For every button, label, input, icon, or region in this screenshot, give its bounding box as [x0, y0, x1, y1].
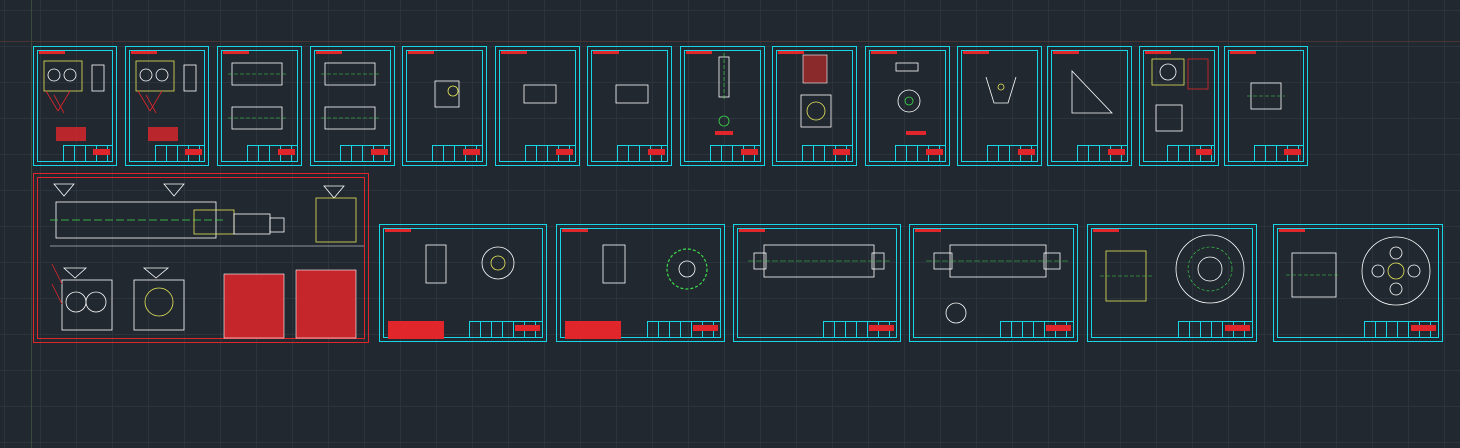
drawing-sheet[interactable] [1139, 46, 1219, 166]
drawing-sheet[interactable] [33, 46, 117, 166]
flange-detail-graphic [1286, 236, 1431, 306]
drawing-sheet[interactable] [495, 46, 580, 166]
drawing-sheet[interactable] [1273, 224, 1443, 342]
plate-part-graphic [615, 84, 649, 104]
general-assembly-graphic [50, 183, 364, 339]
drawing-sheet[interactable] [772, 46, 857, 166]
gear-detail-graphic [565, 244, 708, 339]
shaft-vertical-graphic [715, 53, 733, 135]
drawing-sheet[interactable] [402, 46, 487, 166]
flange-detail-graphic [1100, 234, 1245, 304]
assembly-view-graphic [135, 60, 197, 141]
wedge-part-graphic [1071, 70, 1113, 114]
drawing-sheet[interactable] [909, 224, 1078, 342]
drawing-sheet[interactable] [379, 224, 547, 342]
roller-pair-graphic [321, 62, 381, 130]
spring-part-graphic [800, 54, 832, 128]
drawing-sheet[interactable] [1087, 224, 1257, 342]
gear-part-graphic [895, 62, 926, 135]
bracket-part-graphic [985, 76, 1017, 104]
drawing-sheet[interactable] [217, 46, 302, 166]
gear-detail-graphic [388, 244, 515, 339]
roller-shaft-graphic [748, 244, 890, 278]
ucs-y-axis [31, 0, 32, 448]
drawing-sheet[interactable] [1047, 46, 1132, 166]
block-part-graphic [1247, 82, 1285, 110]
drawing-sheet[interactable] [556, 224, 725, 342]
drawing-sheet[interactable] [125, 46, 209, 166]
drawing-sheet[interactable] [680, 46, 765, 166]
bracket-part-graphic [434, 80, 460, 108]
plate-part-graphic [523, 84, 557, 104]
roller-pair-graphic [228, 62, 288, 130]
general-assembly-sheet[interactable] [33, 173, 369, 343]
assembly-view-graphic [43, 60, 105, 141]
drawing-sheet[interactable] [310, 46, 395, 166]
ucs-x-axis [0, 41, 1460, 42]
drawing-sheet[interactable] [733, 224, 901, 342]
housing-part-graphic [1151, 58, 1209, 132]
drawing-sheet[interactable] [865, 46, 950, 166]
drawing-sheet[interactable] [957, 46, 1042, 166]
drawing-sheet[interactable] [1224, 46, 1308, 166]
drawing-sheet[interactable] [587, 46, 672, 166]
roller-shaft-graphic [926, 244, 1068, 324]
